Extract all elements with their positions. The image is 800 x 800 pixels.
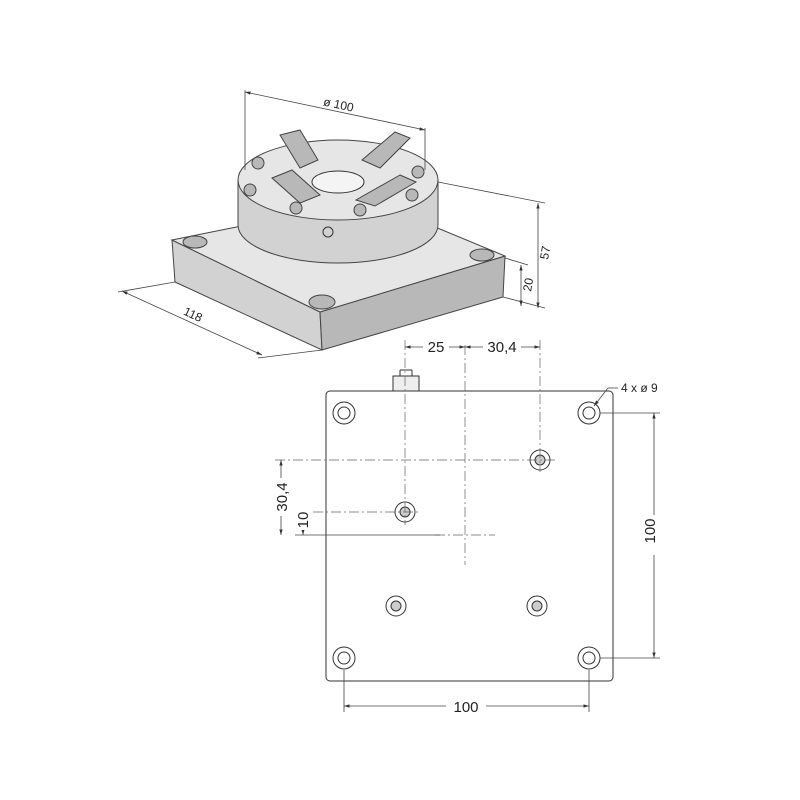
mounting-hole: [332, 646, 356, 670]
dim-hole-spacing-vertical-label: 100: [642, 518, 659, 543]
threaded-hole: [526, 595, 548, 617]
fitting-nut: [392, 375, 420, 392]
ext-line: [437, 181, 546, 204]
mounting-hole-inner: [337, 406, 351, 420]
dim-line-diameter: [244, 91, 426, 131]
air-fitting: [322, 226, 334, 238]
label-bg: [295, 510, 311, 530]
chuck-screw-2: [243, 183, 257, 197]
plate-hole-left: [182, 235, 208, 249]
dim-total-height-label: 57: [537, 245, 553, 261]
label-bg: [272, 478, 290, 516]
mounting-hole: [577, 646, 601, 670]
mounting-hole-inner: [337, 651, 351, 665]
threaded-hole: [385, 595, 407, 617]
plate-hole-front: [308, 294, 336, 310]
mounting-holes: [332, 401, 601, 670]
plate-hole-right: [469, 248, 495, 262]
jaw-back-right: [361, 131, 411, 169]
dim-offset-y2-label: 10: [295, 512, 312, 529]
mounting-hole: [577, 401, 601, 425]
plate-outline: [325, 390, 614, 682]
dim-offset-y1-label: 30,4: [274, 482, 291, 511]
chuck-screw-5: [411, 165, 425, 179]
threaded-holes: [385, 449, 551, 617]
chuck-screw-3: [289, 201, 303, 215]
ext-line: [117, 281, 176, 293]
ext-line: [502, 296, 546, 309]
mounting-hole-inner: [582, 406, 596, 420]
bottom-view: 25 30,4 30,4 10 100 100 4 x ø 9: [272, 336, 666, 717]
dim-diameter-label: ø 100: [322, 95, 355, 115]
dim-offset-x1-label: 25: [428, 339, 445, 356]
dim-offset-x2-label: 30,4: [487, 339, 516, 356]
jaw-front-right: [354, 174, 418, 207]
leader-line: [593, 387, 609, 407]
chuck-screw-1: [251, 156, 265, 170]
jaw-back-left: [279, 129, 319, 169]
threaded-hole-inner: [531, 600, 543, 612]
label-bg: [446, 695, 486, 717]
dim-hole-spacing-horizontal-label: 100: [453, 699, 478, 716]
mounting-hole: [332, 401, 356, 425]
jaw-front-left: [271, 169, 321, 204]
label-bg: [483, 336, 521, 356]
ext-line: [257, 349, 323, 359]
hole-callout-label: 4 x ø 9: [621, 381, 658, 395]
label-bg: [642, 515, 666, 555]
dim-plate-height-label: 20: [520, 277, 536, 293]
dim-plate-width-label: 118: [181, 304, 205, 325]
threaded-hole-inner: [390, 600, 402, 612]
label-bg: [423, 336, 449, 356]
ext-line: [504, 257, 529, 266]
dim-line-plate-width: [121, 290, 263, 356]
mounting-hole-inner: [582, 651, 596, 665]
chuck-screw-4: [353, 203, 367, 217]
isometric-view: ø 100 57 20 118: [117, 90, 553, 359]
chuck-center-bore: [311, 170, 365, 194]
chuck-screw-6: [405, 188, 419, 202]
